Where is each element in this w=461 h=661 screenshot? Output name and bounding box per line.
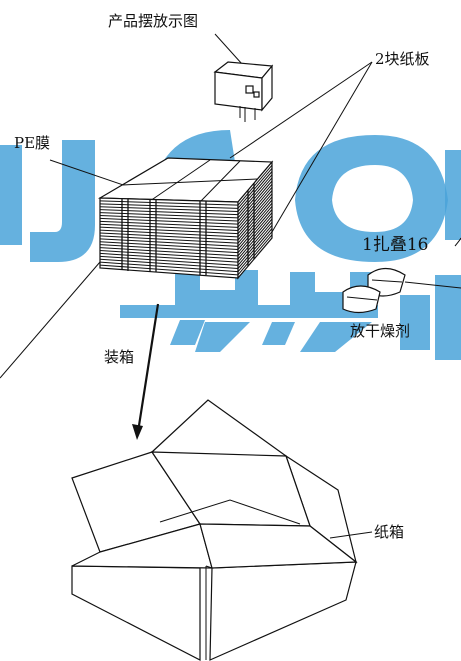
tray-layer-line: [99, 258, 239, 269]
leader-board-side: [271, 61, 373, 233]
tray-layer-line: [99, 217, 239, 225]
tray-layer-line: [237, 206, 273, 247]
carton-box: [71, 399, 358, 661]
tray-layer-line: [237, 225, 273, 266]
tray-layer-line: [99, 247, 239, 257]
tray-layer-line: [237, 180, 273, 222]
tray-layer-line: [99, 200, 239, 206]
tray-layer-line: [99, 203, 239, 209]
label-product-display: 产品摆放示图: [108, 12, 198, 30]
tray-layer-line: [237, 196, 273, 238]
tray-layer-line: [99, 220, 239, 228]
label-bundle-stack: 1扎叠16: [362, 235, 428, 255]
tray-layer-line: [99, 241, 239, 250]
tray-layer-line: [237, 228, 273, 269]
tray-layer-line: [237, 183, 273, 225]
tray-layer-line: [237, 202, 273, 244]
tray-layer-line: [99, 232, 239, 241]
tray-layer-line: [99, 226, 239, 235]
tray-stack-lines: [99, 164, 273, 276]
tray-layer-line: [237, 168, 273, 209]
tray-layer-line: [99, 244, 239, 254]
tray-layer-line: [99, 229, 239, 238]
tray-layer-line: [237, 209, 273, 250]
tray-stack: [97, 157, 274, 280]
tray-layer-line: [237, 193, 273, 234]
tray-layer-line: [237, 221, 273, 263]
watermark-chinese: [120, 270, 461, 360]
tray-layer-line: [99, 252, 239, 263]
leader-carton: [329, 531, 373, 539]
tray-layer-line: [99, 235, 239, 244]
tray-layer-line: [99, 212, 239, 219]
leader-board-top: [229, 61, 373, 159]
tray-layer-line: [237, 177, 273, 219]
tray-layer-line: [237, 199, 273, 241]
tray-layer-line: [237, 190, 273, 231]
label-two-boards: 2块纸板: [375, 50, 430, 68]
desiccant-packets-icon: [342, 267, 461, 314]
down-arrow-icon: [132, 303, 160, 440]
tray-layer-line: [99, 215, 239, 222]
tray-layer-line: [99, 250, 239, 260]
label-pe-film: PE膜: [14, 134, 50, 152]
tray-layer-line: [237, 171, 273, 212]
tray-layer-line: [237, 174, 273, 215]
tray-layer-line: [99, 264, 239, 276]
product-relay-icon: [213, 61, 274, 122]
tray-layer-line: [99, 206, 239, 212]
tray-layer-line: [237, 231, 273, 272]
tray-layer-line: [237, 218, 273, 260]
tray-layer-line: [237, 234, 273, 276]
tray-layer-line: [237, 187, 273, 228]
tray-layer-line: [99, 238, 239, 247]
tray-layer-line: [99, 223, 239, 231]
tray-layer-line: [99, 261, 239, 273]
leader-product-display: [214, 33, 243, 65]
leader-pe-film: [49, 159, 133, 189]
tray-layer-line: [237, 212, 273, 253]
tray-layer-line: [237, 164, 273, 206]
tray-layer-line: [237, 215, 273, 257]
label-carton: 纸箱: [374, 523, 404, 541]
label-boxing: 装箱: [104, 348, 134, 366]
tray-layer-line: [99, 209, 239, 216]
tray-layer-line: [99, 255, 239, 266]
label-desiccant: 放干燥剂: [350, 322, 410, 340]
leader-left-edge: [0, 261, 101, 379]
